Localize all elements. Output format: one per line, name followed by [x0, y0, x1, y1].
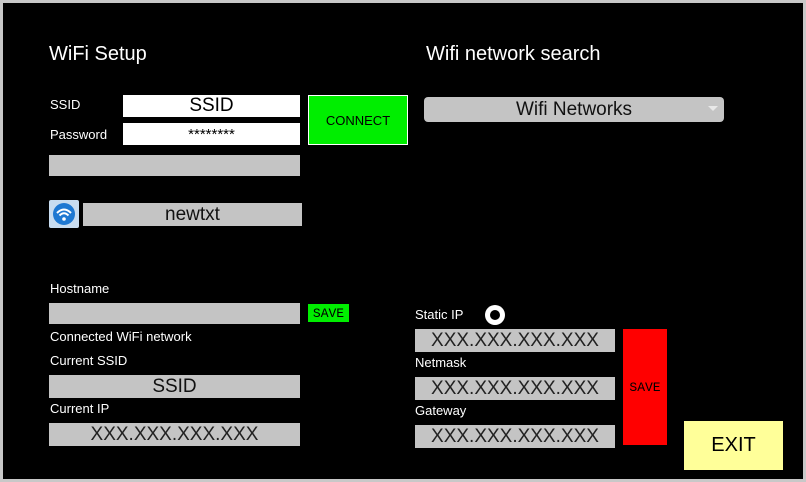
hostname-input[interactable] [49, 303, 300, 324]
gateway-input[interactable]: XXX.XXX.XXX.XXX [415, 425, 615, 448]
static-ip-input[interactable]: XXX.XXX.XXX.XXX [415, 329, 615, 352]
wifi-setup-title: WiFi Setup [49, 43, 147, 65]
password-label: Password [50, 127, 108, 142]
gateway-label: Gateway [415, 403, 467, 418]
static-ip-save-button[interactable]: SAVE [623, 329, 667, 445]
netmask-label: Netmask [415, 355, 467, 370]
wifi-name-field: newtxt [83, 203, 302, 226]
current-ssid-label: Current SSID [50, 353, 128, 368]
connect-button[interactable]: CONNECT [308, 95, 408, 145]
ssid-label: SSID [50, 97, 81, 112]
radio-dot-icon [490, 310, 500, 320]
connected-network-heading: Connected WiFi network [50, 329, 192, 344]
hostname-label: Hostname [50, 281, 110, 296]
wifi-setup-screen: WiFi Setup SSID SSID Password ******** C… [3, 3, 803, 479]
password-input[interactable]: ******** [123, 123, 300, 145]
current-ip-value: XXX.XXX.XXX.XXX [49, 423, 300, 446]
ssid-input[interactable]: SSID [123, 95, 300, 117]
exit-button[interactable]: EXIT [684, 421, 783, 470]
status-field [49, 155, 300, 176]
wifi-networks-dropdown-value: Wifi Networks [515, 98, 633, 120]
static-ip-label: Static IP [415, 307, 464, 322]
chevron-down-icon [708, 106, 718, 111]
current-ssid-value: SSID [49, 375, 300, 398]
wifi-networks-dropdown[interactable]: Wifi Networks [424, 97, 724, 122]
wifi-icon[interactable] [49, 200, 79, 228]
hostname-save-button[interactable]: SAVE [308, 304, 349, 322]
static-ip-radio[interactable] [485, 305, 505, 325]
network-search-title: Wifi network search [426, 43, 601, 65]
current-ip-label: Current IP [50, 401, 110, 416]
netmask-input[interactable]: XXX.XXX.XXX.XXX [415, 377, 615, 400]
